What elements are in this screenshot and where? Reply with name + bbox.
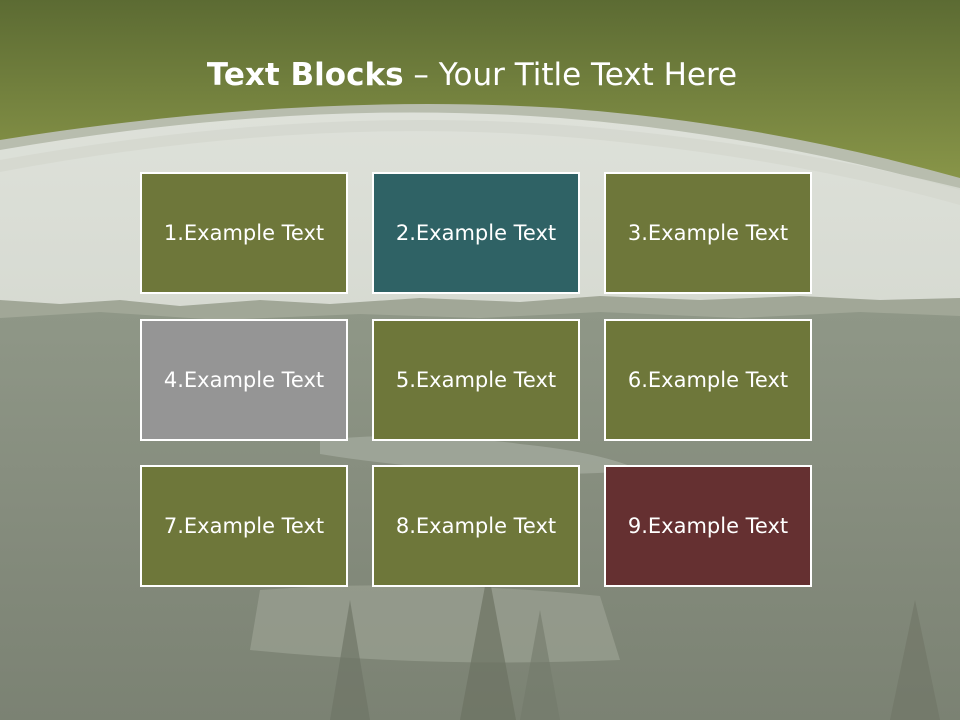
text-block-label: 6.Example Text xyxy=(627,368,789,392)
text-block-label: 4.Example Text xyxy=(163,368,325,392)
slide-title: Text Blocks – Your Title Text Here xyxy=(0,52,944,98)
text-block-7[interactable]: 7.Example Text xyxy=(140,465,348,587)
text-block-label: 2.Example Text xyxy=(395,221,557,245)
title-dash: – xyxy=(403,57,439,93)
text-block-1[interactable]: 1.Example Text xyxy=(140,172,348,294)
text-block-label: 1.Example Text xyxy=(163,221,325,245)
text-block-label: 7.Example Text xyxy=(163,514,325,538)
title-bold-text: Text Blocks xyxy=(206,57,404,93)
text-block-label: 3.Example Text xyxy=(627,221,789,245)
text-block-8[interactable]: 8.Example Text xyxy=(372,465,580,587)
text-block-3[interactable]: 3.Example Text xyxy=(604,172,812,294)
title-rest-text: Your Title Text Here xyxy=(438,57,738,93)
text-block-label: 5.Example Text xyxy=(395,368,557,392)
text-block-9[interactable]: 9.Example Text xyxy=(604,465,812,587)
text-block-label: 9.Example Text xyxy=(627,514,789,538)
text-block-6[interactable]: 6.Example Text xyxy=(604,319,812,441)
text-block-4[interactable]: 4.Example Text xyxy=(140,319,348,441)
text-block-label: 8.Example Text xyxy=(395,514,557,538)
text-block-5[interactable]: 5.Example Text xyxy=(372,319,580,441)
text-block-2[interactable]: 2.Example Text xyxy=(372,172,580,294)
